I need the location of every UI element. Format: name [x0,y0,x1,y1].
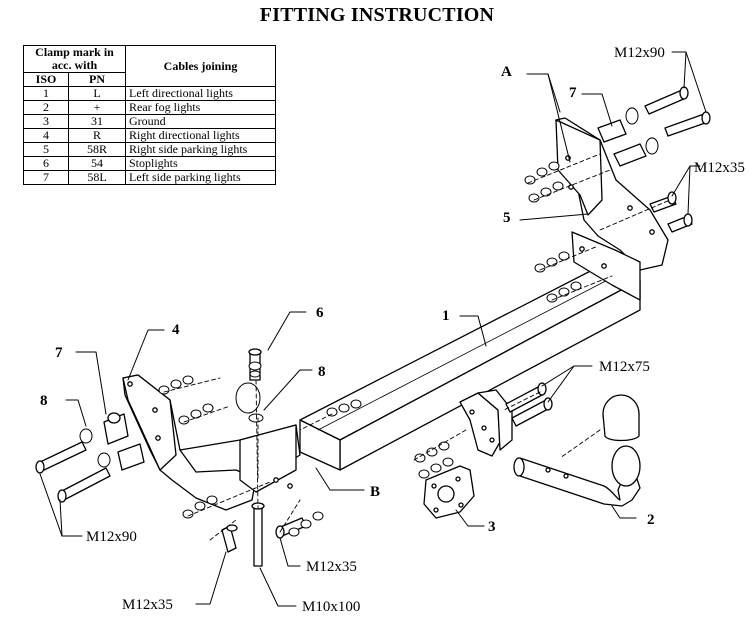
bolt-label-m12x35-right: M12x35 [694,160,745,176]
callout-7-left: 7 [55,345,63,361]
bolt-label-m12x75: M12x75 [599,359,650,375]
socket-plate [423,465,475,519]
bolt-m12x90-top-1 [644,86,689,115]
callout-3: 3 [488,519,496,535]
bolt-m12x35-right-2 [667,213,693,233]
desc-cell: Right side parking lights [125,142,276,157]
iso-cell: 7 [23,170,69,185]
page-title: FITTING INSTRUCTION [259,4,495,26]
callout-4: 4 [172,322,180,338]
table-row: 2+Rear fog lights [23,100,276,115]
callout-2: 2 [647,512,655,528]
desc-cell: Right directional lights [125,128,276,143]
left-mounting-bracket [122,374,301,511]
bolt-label-m10x100: M10x100 [302,599,360,615]
assembly-lines [163,153,671,541]
bolts [35,86,711,567]
desc-cell: Left side parking lights [125,170,276,185]
bolt-label-m12x35-bottom: M12x35 [122,597,173,613]
header-clamp-mark: Clamp mark in acc. with [23,45,126,73]
bolt-m12x75-2 [511,397,553,427]
callout-a: A [501,64,512,80]
bolt-m12x90-top-2 [664,111,711,137]
header-pn: PN [68,72,126,87]
bolt-m12x90-left-2 [57,467,111,503]
bolt-m12x90-left-1 [35,441,87,474]
spacer-sleeve-left-2 [117,443,145,471]
bolt-label-m12x35-center: M12x35 [306,559,357,575]
right-mounting-bracket [555,117,669,301]
callout-1: 1 [442,308,450,324]
callout-8-left: 8 [40,393,48,409]
bolt-m12x35-right-1 [649,191,677,213]
bolt-m12x35-bottom [221,524,238,553]
callout-8-mid: 8 [318,364,326,380]
pn-cell: 58R [68,142,126,157]
callout-b: B [370,484,380,500]
leader-lines [39,51,707,607]
callout-7-top: 7 [569,85,577,101]
callout-6: 6 [316,305,324,321]
bolt-label-m12x90-left: M12x90 [86,529,137,545]
ball-mount-bracket [459,389,513,457]
callout-5: 5 [503,210,511,226]
ball-hook [513,394,641,507]
spacer-sleeve-left-1 [103,412,129,445]
wiring-table: Clamp mark in acc. with Cables joining I… [23,45,276,185]
bolt-m10x100 [251,502,265,567]
bolt-label-m12x90-top: M12x90 [614,45,665,61]
